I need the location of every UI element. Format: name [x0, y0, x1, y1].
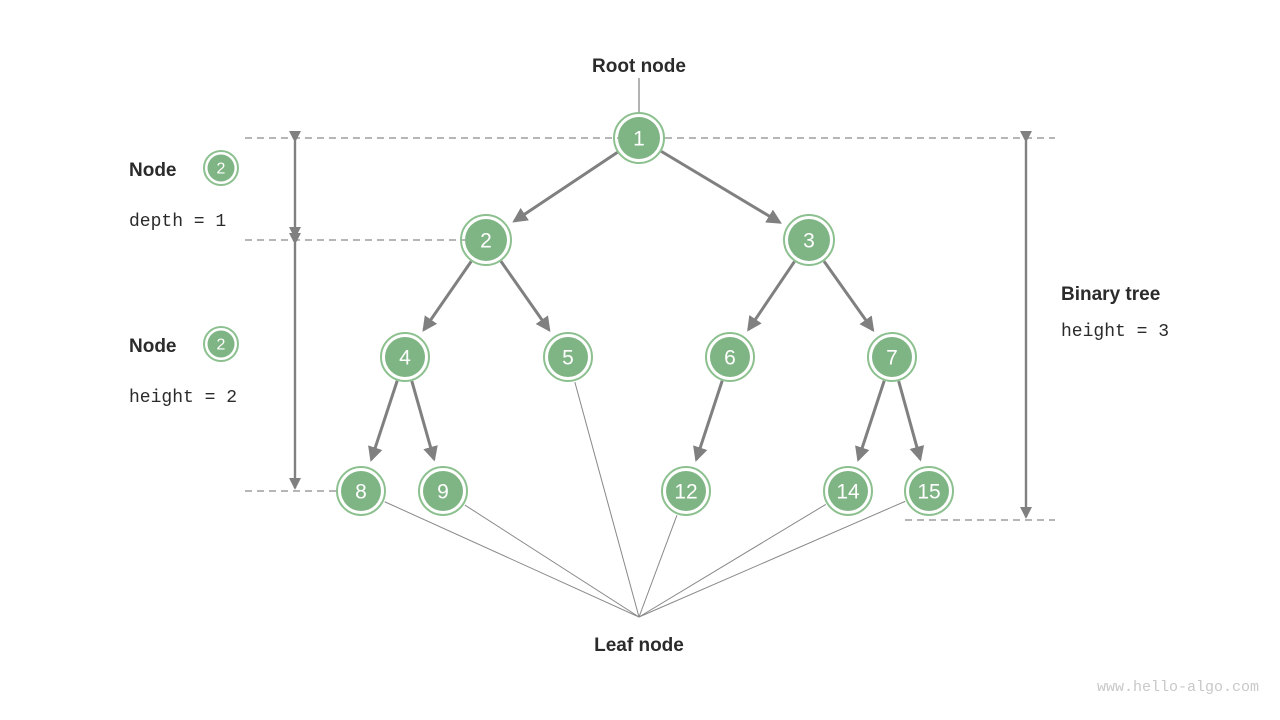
node-height-label: Node — [129, 336, 177, 357]
node-value-14: 14 — [836, 481, 860, 504]
node-value-8: 8 — [355, 481, 367, 504]
edge-n4-to-n8 — [368, 380, 399, 462]
leaf-node-label: Leaf node — [594, 635, 684, 656]
edge-n2-to-n4 — [422, 260, 473, 332]
node-circle-5 — [548, 337, 588, 377]
node-height-badge-ring — [203, 326, 239, 362]
node-ring-4 — [380, 332, 430, 382]
edge-n7-to-n15 — [897, 380, 925, 462]
node-value-6: 6 — [724, 347, 736, 370]
tree-node-12: 12 — [661, 466, 711, 516]
tree-node-4: 4 — [380, 332, 430, 382]
edge-n3-to-n6 — [747, 260, 796, 332]
tree-height-detail: height = 3 — [1061, 322, 1169, 342]
root-node-label: Root node — [592, 56, 686, 77]
node-value-15: 15 — [917, 481, 940, 504]
node-height-badge — [207, 330, 235, 358]
node-circle-8 — [341, 471, 381, 511]
node-ring-3 — [783, 214, 835, 266]
edge-n7-to-n14 — [855, 380, 886, 462]
tree-node-6: 6 — [705, 332, 755, 382]
node-ring-1 — [613, 112, 665, 164]
node-depth-detail: depth = 1 — [129, 212, 226, 232]
edge-n1-to-n2 — [512, 151, 619, 223]
tree-node-2: 2 — [460, 214, 512, 266]
node-value-7: 7 — [886, 347, 898, 370]
edge-n4-to-n9 — [410, 380, 438, 462]
tree-edges — [368, 150, 925, 462]
tree-node-15: 15 — [904, 466, 954, 516]
node-height-detail: height = 2 — [129, 388, 237, 408]
tree-node-9: 9 — [418, 466, 468, 516]
leaf-pointer-lines — [384, 381, 906, 618]
tree-node-14: 14 — [823, 466, 873, 516]
node-circle-7 — [872, 337, 912, 377]
node-depth-badge-value: 2 — [217, 161, 226, 178]
edge-n3-to-n7 — [822, 260, 875, 333]
node-ring-12 — [661, 466, 711, 516]
tree-node-7: 7 — [867, 332, 917, 382]
node-depth-badge-ring — [203, 150, 239, 186]
node-ring-6 — [705, 332, 755, 382]
tree-node-8: 8 — [336, 466, 386, 516]
node-circle-1 — [618, 117, 660, 159]
node-circle-2 — [465, 219, 507, 261]
leaf-pointer-n12 — [638, 515, 678, 618]
tree-node-3: 3 — [783, 214, 835, 266]
tree-height-label: Binary tree — [1061, 284, 1160, 305]
tree-node-1: 1 — [613, 112, 665, 164]
node-circle-9 — [423, 471, 463, 511]
leaf-pointer-n5 — [574, 381, 640, 618]
node-ring-14 — [823, 466, 873, 516]
node-height-badge-value: 2 — [217, 337, 226, 354]
node-depth-badge — [207, 154, 235, 182]
leaf-pointer-n9 — [464, 504, 640, 618]
node-value-12: 12 — [674, 481, 697, 504]
site-watermark: www.hello-algo.com — [1097, 679, 1259, 696]
measurement-arrows — [289, 130, 1032, 519]
node-value-4: 4 — [399, 347, 411, 370]
node-value-9: 9 — [437, 481, 449, 504]
node-ring-5 — [543, 332, 593, 382]
annotation-node-height: Node 2 height = 2 — [129, 326, 239, 408]
node-circle-3 — [788, 219, 830, 261]
node-value-1: 1 — [633, 128, 645, 151]
node-circle-12 — [666, 471, 706, 511]
annotation-tree-height: Binary tree height = 3 — [1061, 284, 1169, 342]
node-circle-6 — [710, 337, 750, 377]
leaf-pointer-n8 — [384, 501, 640, 618]
node-ring-9 — [418, 466, 468, 516]
node-value-3: 3 — [803, 230, 815, 253]
dashed-guide-lines — [245, 137, 1055, 521]
node-value-5: 5 — [562, 347, 574, 370]
leaf-pointer-n15 — [638, 500, 906, 618]
edge-n1-to-n3 — [660, 150, 782, 224]
tree-node-5: 5 — [543, 332, 593, 382]
node-ring-8 — [336, 466, 386, 516]
edge-n6-to-n12 — [693, 380, 724, 462]
node-ring-15 — [904, 466, 954, 516]
node-depth-label: Node — [129, 160, 177, 181]
node-ring-2 — [460, 214, 512, 266]
node-circle-14 — [828, 471, 868, 511]
annotation-node-depth: Node 2 depth = 1 — [129, 150, 239, 232]
leaf-pointer-n14 — [638, 503, 826, 618]
node-circle-15 — [909, 471, 949, 511]
edge-n2-to-n5 — [499, 260, 551, 332]
node-value-2: 2 — [480, 230, 492, 253]
node-ring-7 — [867, 332, 917, 382]
node-circle-4 — [385, 337, 425, 377]
